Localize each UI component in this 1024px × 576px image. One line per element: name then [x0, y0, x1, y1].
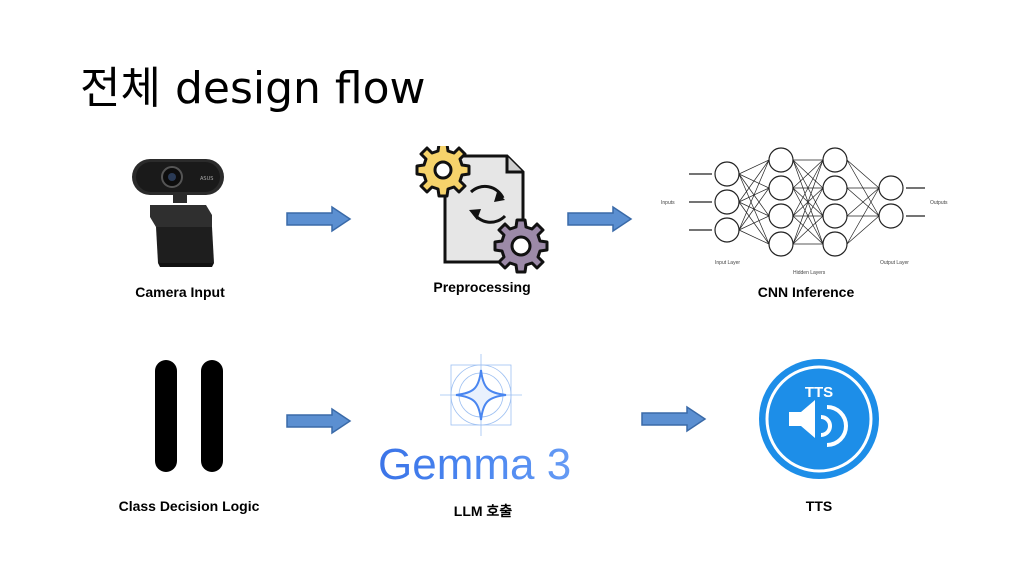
step-label-preprocessing: Preprocessing — [433, 279, 531, 295]
nn-node — [714, 161, 740, 187]
nn-edge — [738, 159, 770, 203]
step-label-cnn-inference: CNN Inference — [757, 284, 855, 300]
nn-node — [822, 203, 848, 229]
nn-edge — [846, 187, 880, 245]
nn-edge — [738, 187, 770, 231]
step-label-tts: TTS — [805, 498, 833, 514]
nn-edge — [738, 215, 770, 231]
tts-badge-text: TTS — [805, 384, 833, 401]
nn-node — [714, 189, 740, 215]
nn-node — [878, 175, 904, 201]
nn-node — [822, 231, 848, 257]
nn-node — [878, 203, 904, 229]
nn-edge — [738, 159, 770, 175]
document-gears-icon — [415, 146, 549, 274]
neural-network-icon: Inputs Outputs Input Layer Hidden Layers… — [661, 147, 948, 276]
nn-edge — [846, 215, 880, 245]
flow-arrow-2 — [567, 205, 633, 233]
gemma-star-icon — [440, 354, 522, 436]
webcam-icon: ASUS — [132, 159, 224, 267]
nn-edge — [738, 229, 770, 245]
step-label-camera-input: Camera Input — [135, 284, 225, 300]
nn-outputs-label: Outputs — [930, 200, 948, 206]
nn-edge — [792, 159, 824, 189]
nn-node — [768, 175, 794, 201]
nn-edge — [792, 159, 824, 245]
page-title: 전체 design flow — [80, 63, 426, 114]
nn-edge — [846, 187, 880, 217]
tts-speaker-icon: TTS — [759, 359, 879, 479]
nn-hidden-layers-label: Hidden Layers — [793, 270, 826, 276]
nn-inputs-label: Inputs — [661, 200, 675, 206]
nn-output-layer-label: Output Layer — [880, 260, 909, 266]
flow-arrow-4 — [641, 405, 707, 433]
pause-icon — [155, 360, 223, 472]
nn-edge — [846, 159, 880, 189]
svg-text:ASUS: ASUS — [200, 176, 213, 182]
nn-node — [822, 147, 848, 173]
nn-node — [768, 147, 794, 173]
flow-arrow-3 — [286, 407, 352, 435]
gemma-logo-text: Gemma 3 — [378, 440, 592, 490]
nn-input-layer-label: Input Layer — [715, 260, 740, 266]
nn-edge — [792, 159, 824, 217]
nn-edge — [792, 187, 824, 245]
step-label-llm-call: LLM 호출 — [453, 503, 513, 519]
step-label-class-decision-logic: Class Decision Logic — [118, 498, 260, 514]
nn-node — [768, 231, 794, 257]
flow-arrow-1 — [286, 205, 352, 233]
nn-edge — [792, 215, 824, 245]
nn-node — [822, 175, 848, 201]
nn-edge — [738, 159, 770, 231]
nn-node — [768, 203, 794, 229]
nn-node — [714, 217, 740, 243]
